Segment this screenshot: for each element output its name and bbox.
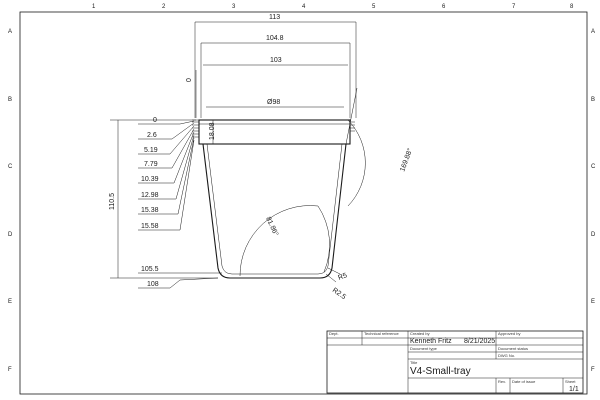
zone-label-B-right: B — [591, 97, 595, 103]
zone-label-C-left: C — [8, 164, 13, 170]
dim-diameter: Ø98 — [206, 99, 344, 108]
tray-profile — [192, 119, 355, 279]
dim-105-5-label: 105.5 — [141, 266, 159, 273]
dim-rim-height-label: 18.08 — [209, 122, 216, 140]
dim-diameter-label: Ø98 — [267, 99, 280, 106]
tb-approved-by-label: Approved by — [498, 331, 520, 336]
tb-tech-ref-label: Technical reference — [364, 331, 399, 336]
zone-label-6: 6 — [442, 4, 446, 10]
zone-label-D-right: D — [591, 232, 596, 238]
dim-width-3: 103 — [203, 57, 348, 66]
zone-label-A-left: A — [8, 29, 12, 35]
zone-label-2: 2 — [162, 4, 166, 10]
dim-zero-top: 0 — [186, 70, 197, 118]
tb-dwg-no-label: DWG No. — [498, 353, 515, 358]
dim-width-2: 104.8 — [200, 35, 351, 118]
zone-label-D-left: D — [8, 232, 13, 238]
dim-rim-height: 18.08 — [209, 120, 216, 144]
zone-label-5: 5 — [372, 4, 376, 10]
ladder-7-79: 7.79 — [144, 161, 158, 168]
tb-doc-status-label: Document status — [498, 346, 528, 351]
tb-sheet-label: Sheet — [565, 379, 576, 384]
tb-dept-label: Dept. — [329, 331, 339, 336]
zone-label-C-right: C — [591, 164, 596, 170]
zone-label-7: 7 — [512, 4, 516, 10]
zone-label-4: 4 — [302, 4, 306, 10]
dim-108-label: 108 — [147, 281, 159, 288]
tb-rev-label: Rev. — [498, 379, 506, 384]
tb-doc-type-label: Document type — [410, 346, 438, 351]
dim-104-8-label: 104.8 — [266, 35, 284, 42]
zone-label-E-right: E — [591, 299, 595, 305]
zone-labels-top: 1 2 3 4 5 6 7 8 — [92, 4, 574, 10]
dim-width-overall: 113 — [194, 14, 357, 118]
ladder-5-19: 5.19 — [144, 147, 158, 154]
tray-inner-wall — [206, 143, 343, 275]
dim-r5-label: R5 — [337, 272, 348, 282]
dim-bottom: 105.5 108 — [138, 266, 222, 289]
dim-angle-top-label: 169.88° — [398, 147, 414, 173]
dim-height: 110.5 — [109, 119, 218, 279]
dim-103-label: 103 — [270, 57, 282, 64]
ladder-10-39: 10.39 — [141, 176, 159, 183]
sheet-border — [19, 11, 588, 395]
tb-title-label: Title — [410, 360, 418, 365]
ladder-0: 0 — [153, 117, 157, 124]
zone-label-B-left: B — [8, 97, 12, 103]
dim-angle-mid-label: 81.86° — [264, 215, 280, 237]
zone-label-A-right: A — [591, 29, 595, 35]
tb-sheet: 1/1 — [569, 386, 579, 393]
tb-author: Kenneth Fritz — [410, 338, 452, 345]
title-block: Dept. Technical reference Created by App… — [326, 330, 584, 394]
zone-labels-side: A B C D E F A B C D E F — [8, 29, 596, 373]
zone-label-1: 1 — [92, 4, 96, 10]
ladder-12-98: 12.98 — [141, 192, 159, 199]
ladder-15-58: 15.58 — [141, 223, 159, 230]
tb-date-issue-label: Date of issue — [512, 379, 536, 384]
ladder-15-38: 15.38 — [141, 207, 159, 214]
dim-r2-5-label: R2.5 — [331, 287, 347, 301]
dim-113-label: 113 — [269, 14, 280, 21]
zone-label-3: 3 — [232, 4, 236, 10]
tb-date: 8/21/2025 — [464, 338, 495, 345]
tray-outer-wall — [202, 143, 347, 279]
dim-height-label: 110.5 — [109, 193, 116, 210]
ladder-2-6: 2.6 — [147, 132, 157, 139]
zone-label-F-right: F — [591, 367, 595, 373]
tb-created-by-label: Created by — [410, 331, 430, 336]
dim-radii: R5 R2.5 — [325, 267, 348, 301]
zone-label-F-left: F — [8, 367, 12, 373]
dim-zero-top-label: 0 — [186, 78, 193, 82]
tb-title: V4-Small-tray — [410, 366, 471, 377]
zone-label-E-left: E — [8, 299, 12, 305]
dim-angle-mid: 81.86° — [239, 205, 330, 277]
zone-label-8: 8 — [570, 4, 574, 10]
dim-ladder: 0 2.6 5.19 7.79 10.39 12.98 15.38 15.58 — [138, 117, 195, 231]
tray-rim — [198, 119, 351, 145]
